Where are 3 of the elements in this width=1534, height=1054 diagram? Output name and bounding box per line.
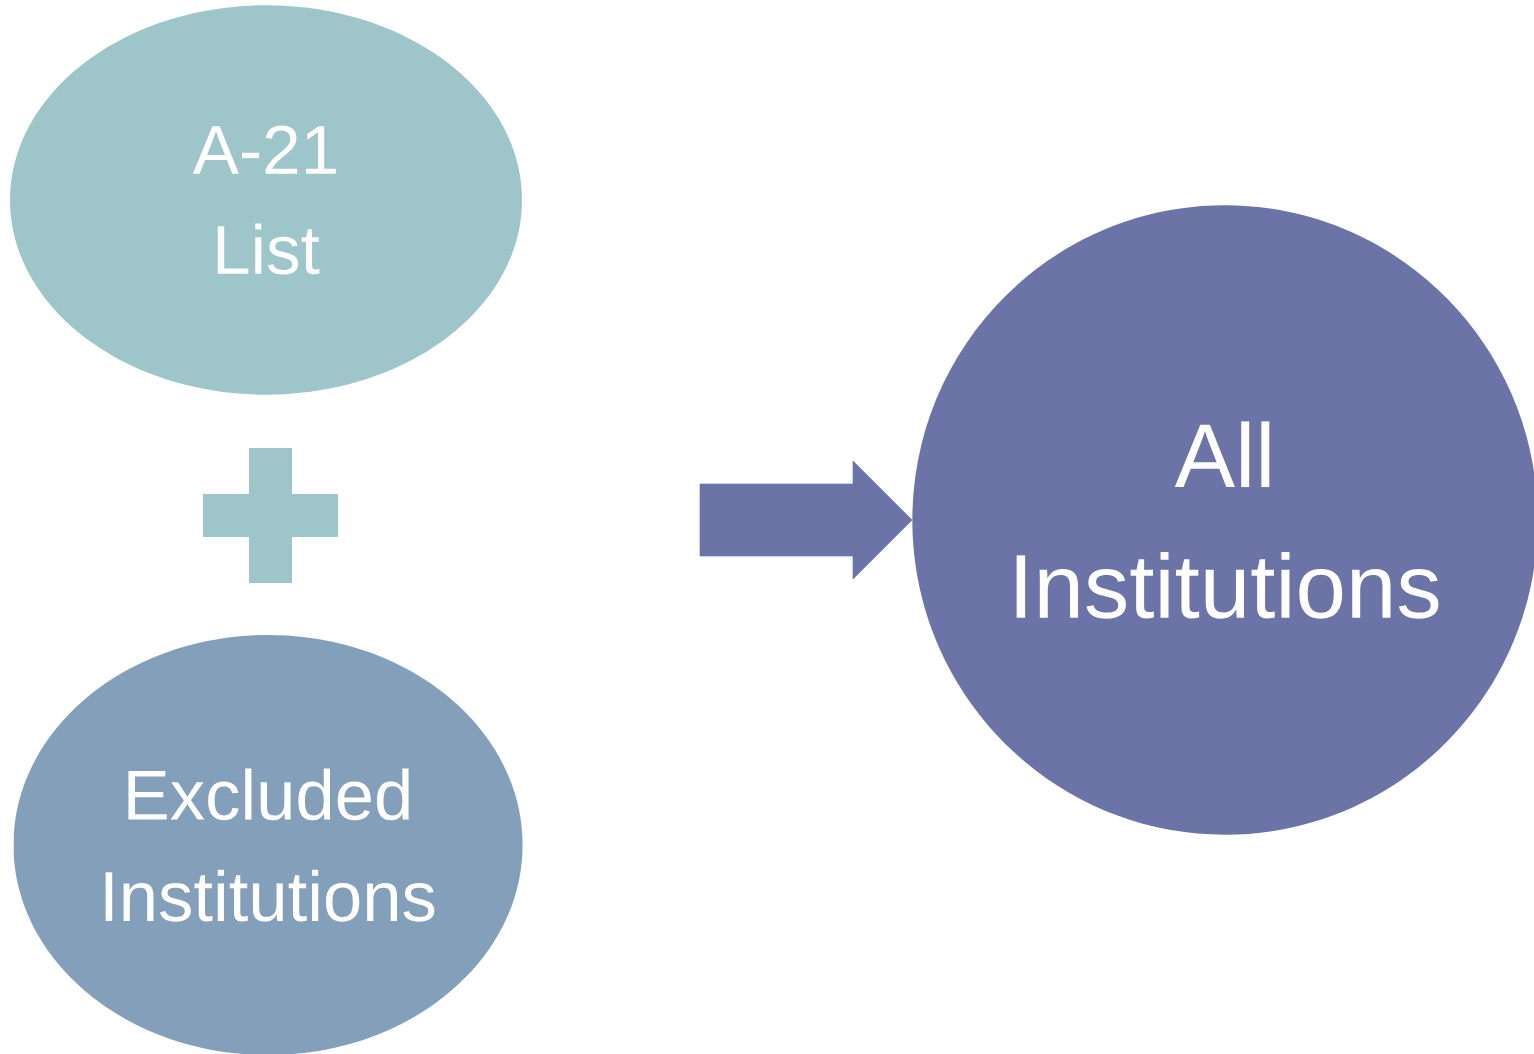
plus-sign (203, 448, 338, 583)
ellipse-node: A-21 List (10, 5, 522, 395)
block-arrow (699, 460, 913, 580)
